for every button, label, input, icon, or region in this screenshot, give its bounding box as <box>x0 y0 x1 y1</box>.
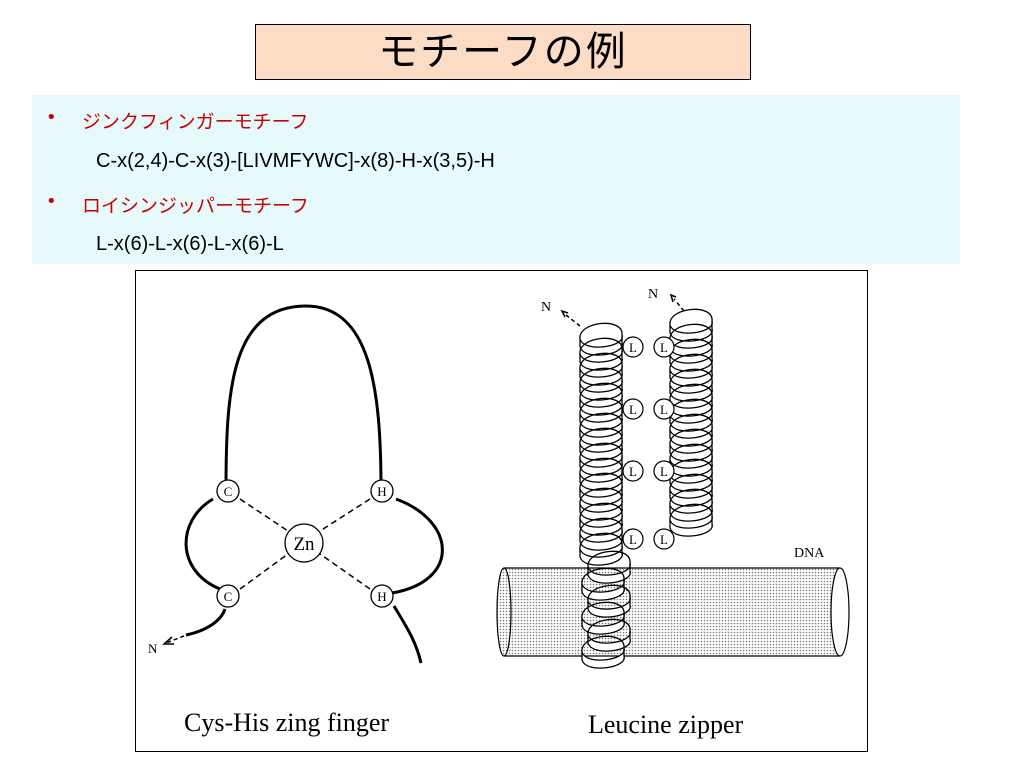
helix-right-turn <box>669 353 713 387</box>
helix-right-n-arrow-icon <box>669 293 677 303</box>
leucine-label: L <box>629 464 637 479</box>
dna-label: DNA <box>794 546 825 561</box>
helix-right-turn <box>669 383 713 417</box>
his-node-2 <box>370 584 394 608</box>
helix-right-n-dash <box>673 298 685 312</box>
bullet-1: • <box>46 107 57 128</box>
zinc-label: Zn <box>293 534 315 555</box>
helix-left-lower-turn <box>581 635 625 669</box>
leucine-node <box>653 398 675 420</box>
helix-left-turn <box>579 457 623 491</box>
leucine-node <box>622 528 644 550</box>
leucine-node <box>622 460 644 482</box>
zinc-finger-n-dash <box>165 635 185 644</box>
cys-node-1 <box>216 479 240 503</box>
leucine-node <box>622 336 644 358</box>
leucine-label: L <box>660 340 668 355</box>
helices <box>579 308 713 669</box>
dna-body <box>504 568 844 656</box>
title-box: モチーフの例 <box>255 24 751 80</box>
helix-right-turn <box>669 368 713 402</box>
motif-pattern-zinc-finger: C-x(2,4)-C-x(3)-[LIVMFYWC]-x(8)-H-x(3,5)… <box>96 150 495 172</box>
helix-left-turn <box>579 442 623 476</box>
zinc-finger-loop <box>224 304 383 490</box>
zinc-finger-n-label: N <box>148 641 158 656</box>
zinc-finger-n-arrow-icon <box>162 636 174 645</box>
motif-name-leucine-zipper: ロイシンジッパーモチーフ <box>82 195 309 217</box>
zinc-finger-right-arc <box>391 497 444 595</box>
zinc-finger-diagram: N C C H H Zn Cys-His zing finger <box>148 304 444 737</box>
helix-left-turn <box>579 502 623 536</box>
cys-label-1: C <box>224 484 233 499</box>
leucine-node <box>653 460 675 482</box>
helix-left-turn <box>579 382 623 416</box>
leucine-zipper-caption: Leucine zipper <box>588 710 744 739</box>
helix-right-n-label: N <box>648 287 658 302</box>
helix-right-turn <box>669 488 713 522</box>
dna-cylinder: DNA <box>496 546 850 657</box>
dna-right-end <box>830 567 850 657</box>
cys-node-2 <box>216 584 240 608</box>
his-label-1: H <box>377 484 386 499</box>
leucine-node <box>622 398 644 420</box>
helix-right-turn <box>669 308 713 342</box>
motif-name-zinc-finger: ジンクフィンガーモチーフ <box>82 111 309 133</box>
leucine-label: L <box>629 532 637 547</box>
helix-right-turn <box>669 323 713 357</box>
leucine-node <box>653 528 675 550</box>
his-label-2: H <box>377 589 386 604</box>
cys-label-2: C <box>224 589 233 604</box>
dna-left-end <box>496 567 512 657</box>
helix-left-turn <box>579 517 623 551</box>
motif-pattern-leucine-zipper: L-x(6)-L-x(6)-L-x(6)-L <box>96 233 284 255</box>
helix-left-turn <box>579 487 623 521</box>
helix-right-turn <box>669 503 713 537</box>
leucine-label: L <box>660 402 668 417</box>
helix-right-turn <box>669 473 713 507</box>
his-node-1 <box>370 479 394 503</box>
helix-left-n-label: N <box>541 300 551 315</box>
leucine-label: L <box>629 340 637 355</box>
helix-left-turn <box>579 397 623 431</box>
zinc-finger-left-arc <box>184 497 221 591</box>
helix-left-lower-turn <box>587 618 631 652</box>
leucine-nodes: L L L L L L L L <box>622 336 675 550</box>
helix-left-lower-turn <box>587 584 631 618</box>
bond-c2-zn <box>239 553 289 590</box>
leucine-label: L <box>660 532 668 547</box>
leucine-label: L <box>629 402 637 417</box>
slide-title: モチーフの例 <box>378 29 628 75</box>
helix-right-turn <box>669 428 713 462</box>
leucine-node <box>653 336 675 358</box>
motif-list: • ジンクフィンガーモチーフ C-x(2,4)-C-x(3)-[LIVMFYWC… <box>32 95 960 264</box>
helix-left-turn <box>579 427 623 461</box>
motif-figure-svg: N C C H H Zn Cys-His zing finger <box>148 287 850 739</box>
helix-left-turn <box>579 352 623 386</box>
motif-figure: N C C H H Zn Cys-His zing finger <box>135 270 868 752</box>
bond-h1-zn <box>319 498 371 532</box>
helix-left-n-arrow-icon <box>560 309 569 318</box>
helix-left-turn <box>579 472 623 506</box>
helix-left-turn <box>579 412 623 446</box>
helix-left-turn <box>579 337 623 371</box>
leucine-label: L <box>660 464 668 479</box>
bullet-2: • <box>46 191 57 212</box>
zinc-finger-c-tail <box>392 605 423 664</box>
zinc-node <box>284 523 324 563</box>
zinc-finger-n-tail <box>185 608 227 637</box>
helix-right-turn <box>669 413 713 447</box>
helix-left-turn <box>579 367 623 401</box>
leucine-zipper-diagram: DNA L L L L L L L L N N Leucine zipper <box>496 287 850 739</box>
helix-left-n-dash <box>565 314 581 327</box>
helix-left-lower-turn <box>587 550 631 584</box>
bond-h2-zn <box>319 553 371 590</box>
zinc-finger-caption: Cys-His zing finger <box>184 708 389 737</box>
helix-right-turn <box>669 443 713 477</box>
helix-left-turn <box>579 322 623 356</box>
bond-c1-zn <box>239 498 289 532</box>
